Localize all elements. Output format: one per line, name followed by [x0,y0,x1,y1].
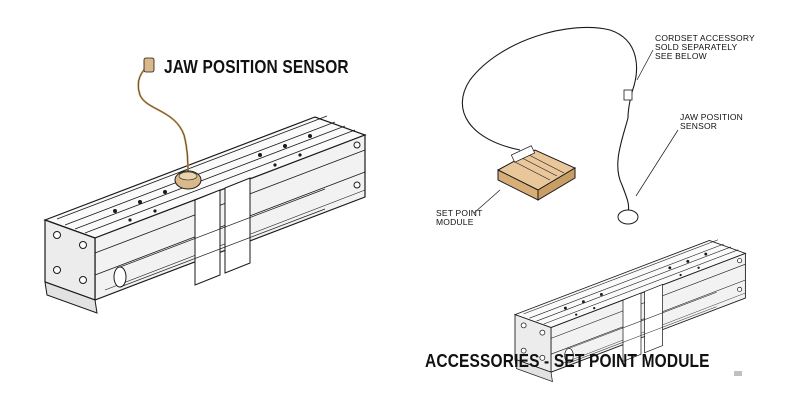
page-mark [734,371,742,376]
cordset-callout: CORDSET ACCESSORY SOLD SEPARATELY SEE BE… [655,33,755,61]
right-sensor-and-cordset [461,26,679,225]
jaw-sensor-callout: JAW POSITION SENSOR [680,112,744,131]
left-sensor-cable [137,57,202,190]
set-point-module-callout: SET POINT MODULE [436,208,483,227]
left-gripper-drawing [44,115,366,314]
accessories-title: ACCESSORIES - SET POINT MODULE [425,351,710,371]
jaw-position-sensor-title: JAW POSITION SENSOR [164,57,349,77]
